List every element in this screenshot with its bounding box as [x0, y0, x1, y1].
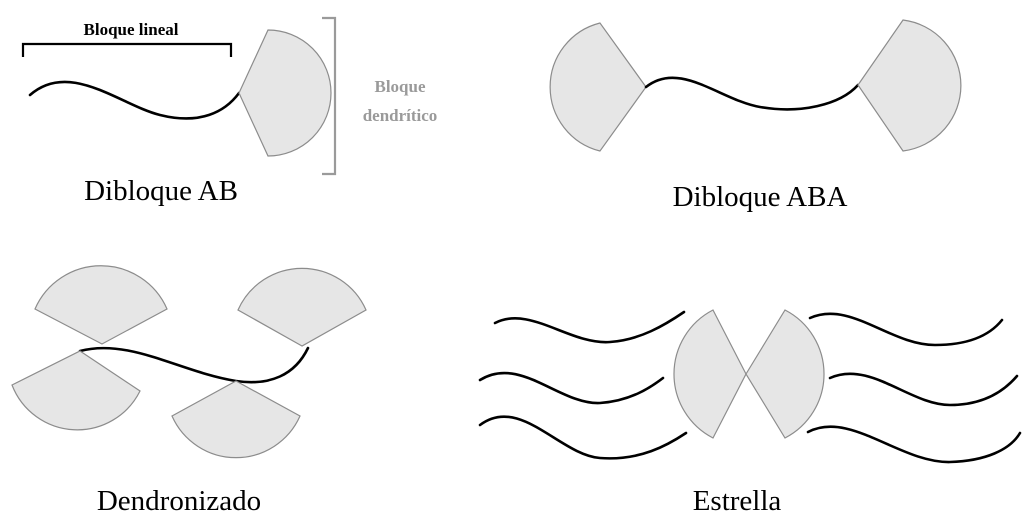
- linear-block-label: Bloque lineal: [84, 20, 179, 39]
- arm-chain-right-top: [810, 314, 1002, 345]
- dendron-wedge-core-right: [746, 310, 824, 438]
- panel-diblock-ab: Bloque lineal Bloque dendrítico Dibloque…: [23, 18, 437, 207]
- dendron-wedge-right: [858, 20, 961, 151]
- arm-chain-left-bottom: [480, 417, 686, 459]
- dendron-wedge-core-left: [674, 310, 746, 438]
- dendron-wedge-bottom-right: [172, 381, 300, 458]
- panel-dendronized: Dendronizado: [12, 266, 366, 515]
- caption-diblock-aba: Dibloque ABA: [673, 181, 848, 213]
- linear-block-bracket: [23, 44, 231, 57]
- dendron-wedge-top-right: [238, 268, 366, 346]
- caption-dendronized: Dendronizado: [97, 485, 261, 515]
- dendron-wedge-bottom-left: [12, 351, 140, 430]
- arm-chain-right-middle: [830, 374, 1017, 405]
- dendron-wedge-top-left: [35, 266, 167, 344]
- linear-block-chain: [30, 82, 239, 119]
- linear-block-chain: [646, 78, 858, 110]
- dendritic-block-label-line2: dendrítico: [363, 106, 438, 125]
- dendritic-block-label-line1: Bloque: [374, 77, 425, 96]
- caption-star: Estrella: [693, 485, 782, 515]
- arm-chain-left-top: [495, 312, 684, 342]
- caption-diblock-ab: Dibloque AB: [84, 175, 238, 207]
- arm-chain-left-middle: [480, 373, 663, 403]
- panel-diblock-aba: Dibloque ABA: [550, 20, 961, 213]
- dendron-wedge-left: [550, 23, 646, 151]
- dendron-wedge: [239, 30, 331, 156]
- panel-star: Estrella: [480, 310, 1020, 515]
- arm-chain-right-bottom: [808, 427, 1020, 462]
